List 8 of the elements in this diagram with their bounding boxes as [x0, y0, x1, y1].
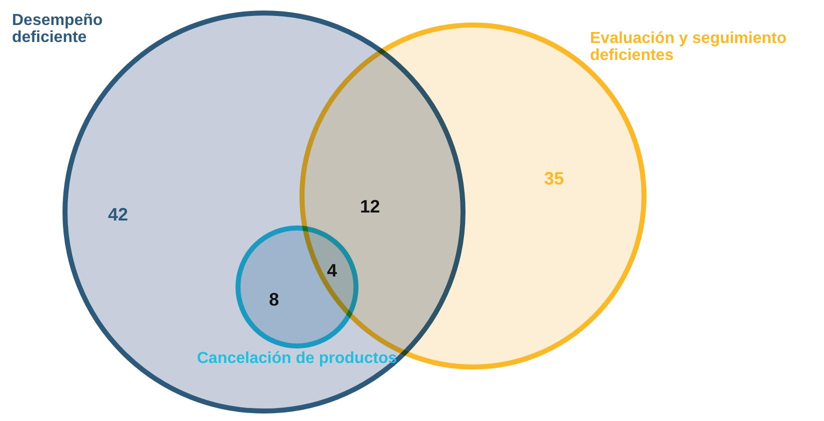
region-count: 35 — [544, 168, 564, 190]
set-label: Cancelación de productos — [197, 350, 398, 367]
region-count: 8 — [269, 290, 279, 310]
set-label: Evaluación y seguimiento deficientes — [590, 30, 788, 64]
set-label: Desempeño deficiente — [12, 12, 104, 46]
region-count: 12 — [360, 196, 380, 218]
region-count: 42 — [108, 204, 128, 226]
region-count: 4 — [327, 260, 337, 282]
